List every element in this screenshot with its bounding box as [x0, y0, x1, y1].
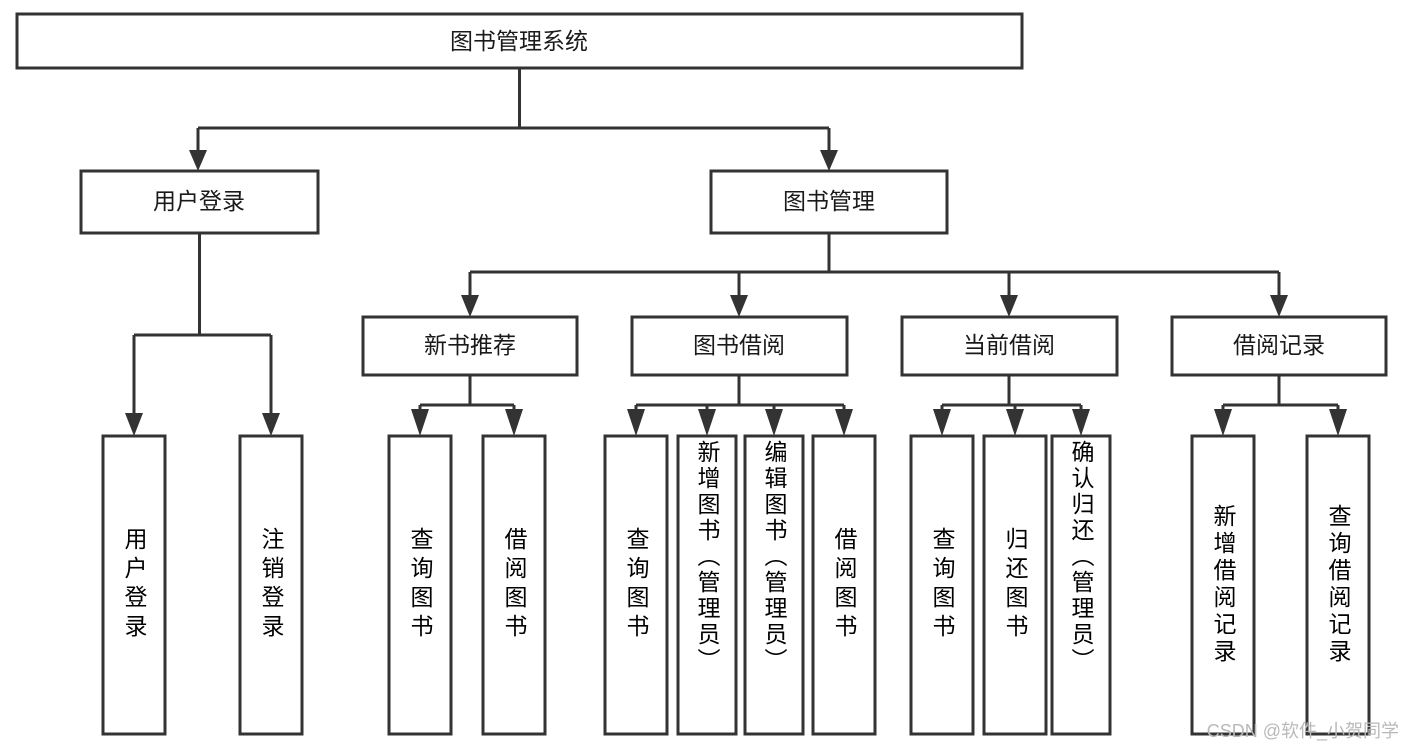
arrowhead-user-login: [189, 150, 207, 171]
node-new-book-rec-box[interactable]: [361, 315, 579, 377]
node-leaf-add-record-label: 新增借阅记录: [1210, 504, 1236, 666]
node-leaf-logout-label: 注销登录: [258, 527, 284, 643]
node-leaf-query-book-3-label: 查询图书: [929, 527, 955, 643]
node-leaf-add-book[interactable]: 新增图书（管理员）: [676, 434, 738, 736]
node-leaf-query-record-box[interactable]: [1305, 434, 1371, 736]
arrowhead-leaf-edit-book: [765, 409, 783, 436]
arrowhead-new-book-rec: [461, 295, 479, 317]
arrowhead-leaf-add-book: [698, 409, 716, 436]
node-leaf-borrow-book-2-box[interactable]: [811, 434, 877, 736]
node-current-borrow-label: 当前借阅: [963, 332, 1055, 358]
node-leaf-borrow-book-2-label: 借阅图书: [831, 527, 857, 643]
node-leaf-query-book-1[interactable]: 查询图书: [387, 434, 453, 736]
connectors-layer: [125, 68, 1347, 436]
node-borrow-record[interactable]: 借阅记录: [1170, 315, 1388, 377]
node-book-borrow-box[interactable]: [630, 315, 849, 377]
node-leaf-query-book-2-box[interactable]: [603, 434, 669, 736]
node-leaf-query-book-2-label: 查询图书: [623, 527, 649, 643]
node-leaf-query-book-1-box[interactable]: [387, 434, 453, 736]
arrowhead-leaf-logout: [262, 413, 280, 436]
arrowhead-leaf-borrow-book-1: [505, 409, 523, 436]
node-leaf-query-book-2[interactable]: 查询图书: [603, 434, 669, 736]
node-borrow-record-box[interactable]: [1170, 315, 1388, 377]
node-current-borrow-box[interactable]: [900, 315, 1119, 377]
arrowhead-borrow-record: [1270, 295, 1288, 317]
node-leaf-return-book-label: 归还图书: [1002, 527, 1028, 643]
node-leaf-add-record[interactable]: 新增借阅记录: [1190, 434, 1256, 736]
node-leaf-edit-book-label: 编辑图书（管理员）: [761, 440, 787, 674]
node-leaf-query-record[interactable]: 查询借阅记录: [1305, 434, 1371, 736]
node-leaf-query-book-3[interactable]: 查询图书: [909, 434, 975, 736]
arrowhead-current-borrow: [1000, 295, 1018, 317]
node-root-label: 图书管理系统: [450, 28, 588, 54]
arrowhead-leaf-confirm-return: [1072, 409, 1090, 436]
node-leaf-user-login-label: 用户登录: [121, 527, 147, 643]
node-leaf-confirm-return-box[interactable]: [1050, 434, 1112, 736]
node-leaf-confirm-return[interactable]: 确认归还（管理员）: [1050, 434, 1112, 736]
nodes-layer: 图书管理系统 用户登录 图书管理 新书推荐 图书借阅 当前: [15, 12, 1388, 736]
node-book-borrow-label: 图书借阅: [693, 332, 785, 358]
node-leaf-add-book-label: 新增图书（管理员）: [694, 440, 720, 674]
node-book-manage-label: 图书管理: [783, 188, 875, 214]
node-new-book-rec[interactable]: 新书推荐: [361, 315, 579, 377]
node-leaf-user-login-box[interactable]: [101, 434, 167, 736]
arrowhead-leaf-query-book-2: [627, 409, 645, 436]
node-leaf-borrow-book-1[interactable]: 借阅图书: [481, 434, 547, 736]
arrowhead-book-borrow: [730, 295, 748, 317]
node-user-login-box[interactable]: [79, 169, 320, 235]
node-leaf-edit-book-box[interactable]: [743, 434, 805, 736]
arrowhead-book-manage: [820, 150, 838, 171]
node-leaf-borrow-book-2[interactable]: 借阅图书: [811, 434, 877, 736]
node-root-box[interactable]: [15, 12, 1024, 70]
arrowhead-leaf-user-login: [125, 413, 143, 436]
node-leaf-return-book-box[interactable]: [982, 434, 1048, 736]
arrowhead-leaf-borrow-book-2: [835, 409, 853, 436]
arrowhead-leaf-query-book-3: [933, 409, 951, 436]
node-leaf-query-book-3-box[interactable]: [909, 434, 975, 736]
node-leaf-query-book-1-label: 查询图书: [407, 527, 433, 643]
node-leaf-logout[interactable]: 注销登录: [238, 434, 304, 736]
node-leaf-confirm-return-label: 确认归还（管理员）: [1068, 440, 1094, 674]
node-leaf-borrow-book-1-label: 借阅图书: [501, 527, 527, 643]
node-leaf-borrow-book-1-box[interactable]: [481, 434, 547, 736]
node-leaf-add-book-box[interactable]: [676, 434, 738, 736]
node-leaf-user-login[interactable]: 用户登录: [101, 434, 167, 736]
node-user-login[interactable]: 用户登录: [79, 169, 320, 235]
node-leaf-logout-box[interactable]: [238, 434, 304, 736]
csdn-watermark: CSDN @软件_小贺同学: [1206, 721, 1399, 741]
node-current-borrow[interactable]: 当前借阅: [900, 315, 1119, 377]
node-book-manage[interactable]: 图书管理: [709, 169, 949, 235]
node-leaf-return-book[interactable]: 归还图书: [982, 434, 1048, 736]
arrowhead-leaf-query-record: [1329, 409, 1347, 436]
node-leaf-query-record-label: 查询借阅记录: [1325, 504, 1351, 666]
node-book-manage-box[interactable]: [709, 169, 949, 235]
node-root[interactable]: 图书管理系统: [15, 12, 1024, 70]
node-book-borrow[interactable]: 图书借阅: [630, 315, 849, 377]
node-new-book-rec-label: 新书推荐: [424, 332, 516, 358]
arrowhead-leaf-query-book-1: [411, 409, 429, 436]
node-leaf-add-record-box[interactable]: [1190, 434, 1256, 736]
arrowhead-leaf-add-record: [1214, 409, 1232, 436]
node-user-login-label: 用户登录: [153, 188, 245, 214]
arrowhead-leaf-return-book: [1006, 409, 1024, 436]
node-borrow-record-label: 借阅记录: [1233, 332, 1325, 358]
node-leaf-edit-book[interactable]: 编辑图书（管理员）: [743, 434, 805, 736]
